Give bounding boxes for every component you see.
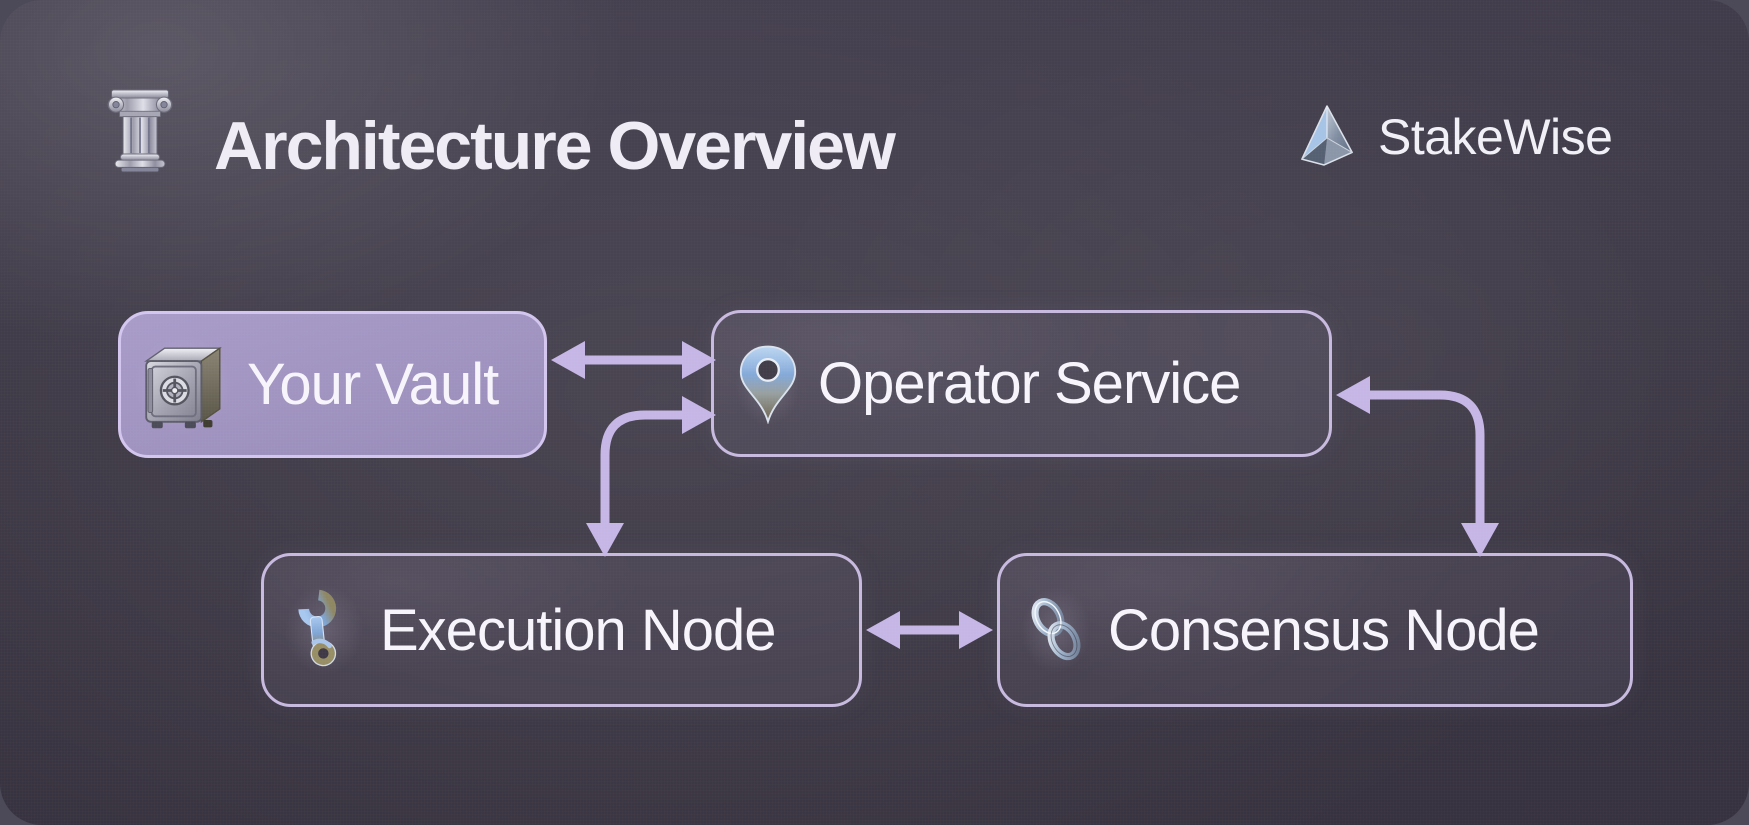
node-label: Your Vault	[247, 352, 499, 417]
wrench-icon	[272, 569, 376, 691]
arrow-operator-consensus	[1366, 390, 1485, 527]
page-title: Architecture Overview	[214, 108, 896, 184]
brand: StakeWise	[1298, 103, 1613, 172]
classical-column-icon	[100, 84, 180, 176]
node-consensus-node: Consensus Node	[997, 553, 1633, 707]
vault-safe-icon	[116, 318, 250, 451]
node-your-vault: Your Vault	[116, 311, 547, 458]
node-label: Execution Node	[380, 597, 776, 663]
brand-name: StakeWise	[1378, 109, 1613, 165]
chain-link-icon	[1009, 572, 1103, 688]
node-label: Consensus Node	[1108, 597, 1540, 663]
node-execution-node: Execution Node	[261, 553, 862, 707]
arrow-execution-operator	[600, 410, 686, 527]
stakewise-pyramid-logo-icon	[1298, 103, 1356, 172]
node-label: Operator Service	[818, 351, 1241, 416]
location-pin-icon	[724, 325, 812, 442]
node-operator-service: Operator Service	[711, 310, 1332, 457]
